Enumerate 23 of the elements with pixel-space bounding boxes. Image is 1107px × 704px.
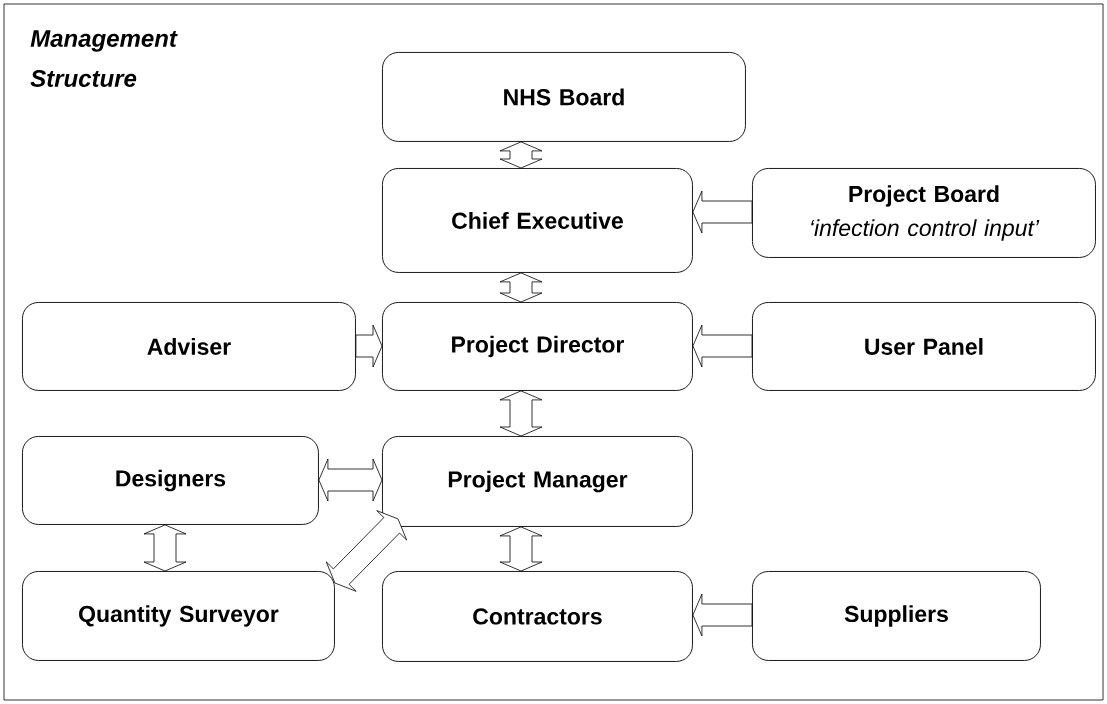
process-box: Suppliers (752, 571, 1041, 661)
block-arrow (692, 190, 753, 234)
title: Management Structure (30, 30, 178, 87)
block-arrow (318, 458, 383, 502)
block-arrow (499, 272, 543, 303)
process-box: Quantity Surveyor (22, 571, 335, 661)
block-arrow (499, 390, 543, 437)
process-box: Project Manager (382, 436, 693, 527)
box-with-subtitle: Project Board ‘infection control input’ (752, 168, 1096, 258)
block-arrow (355, 324, 383, 368)
block-arrow (692, 593, 753, 637)
block-arrow (499, 526, 543, 572)
block-arrow (692, 324, 753, 368)
process-box: NHS Board (382, 52, 746, 142)
block-arrow (499, 141, 543, 169)
block-arrow (143, 524, 187, 572)
process-box: Chief Executive (382, 168, 693, 273)
process-box: Contractors (382, 571, 693, 662)
process-box: Designers (22, 436, 319, 525)
process-box: Adviser (22, 302, 356, 391)
block-arrow (325, 510, 408, 592)
process-box: User Panel (752, 302, 1096, 391)
process-box: Project Director (382, 302, 693, 391)
